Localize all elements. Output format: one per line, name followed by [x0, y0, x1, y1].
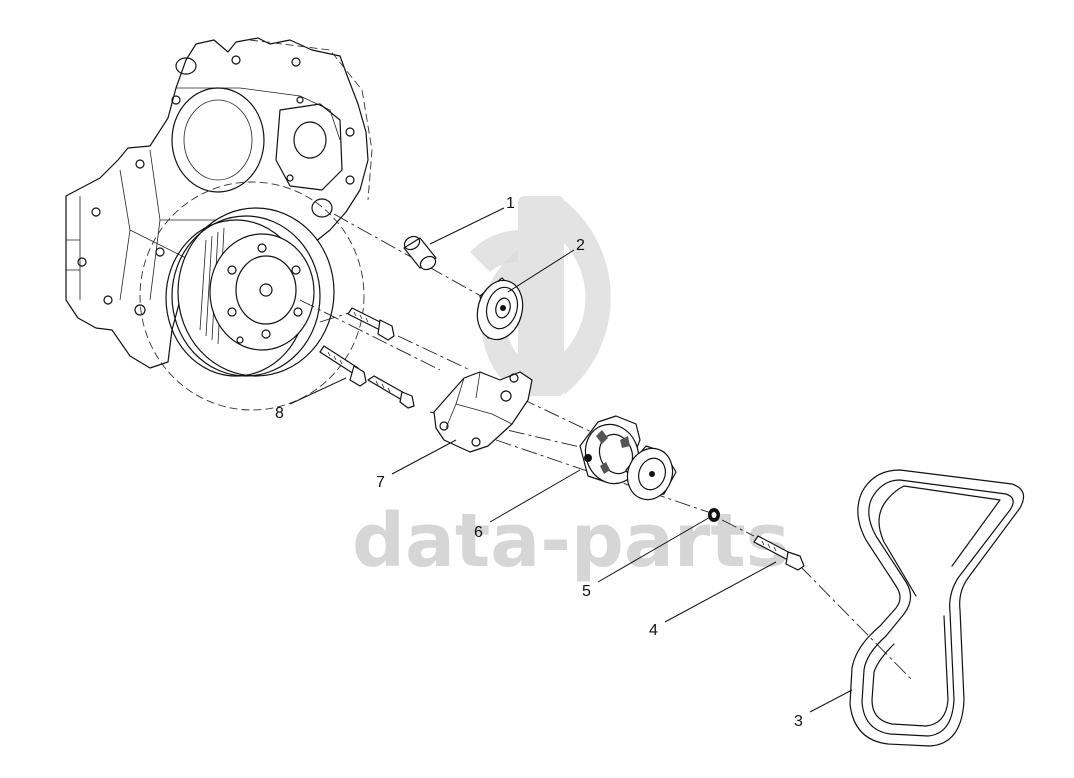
leader-lines [289, 207, 853, 713]
callout-4: 4 [649, 622, 658, 639]
callout-2: 2 [576, 237, 585, 254]
bolt-middle [319, 345, 367, 387]
part-1-spacer [403, 235, 437, 271]
bolt-holes [77, 55, 355, 316]
part-7-bracket [433, 371, 533, 453]
callout-8: 8 [275, 405, 284, 422]
part-6-tensioner [579, 415, 677, 501]
callout-1: 1 [506, 195, 515, 212]
bolt-upper [347, 307, 395, 341]
part-2-idler-pulley [476, 277, 524, 341]
part-3-belt [849, 469, 1025, 747]
bolt-lower [367, 375, 415, 409]
part-4-bolt [753, 535, 805, 571]
callout-6: 6 [474, 524, 483, 541]
callout-5: 5 [582, 583, 591, 600]
crankshaft-damper-pulley [139, 181, 365, 411]
engine-timing-cover [65, 37, 373, 369]
part-5-washer [708, 508, 720, 522]
watermark-text: data-parts [352, 498, 790, 584]
callout-7: 7 [376, 474, 385, 491]
callout-3: 3 [794, 713, 803, 730]
part-8-bolts [319, 307, 415, 409]
